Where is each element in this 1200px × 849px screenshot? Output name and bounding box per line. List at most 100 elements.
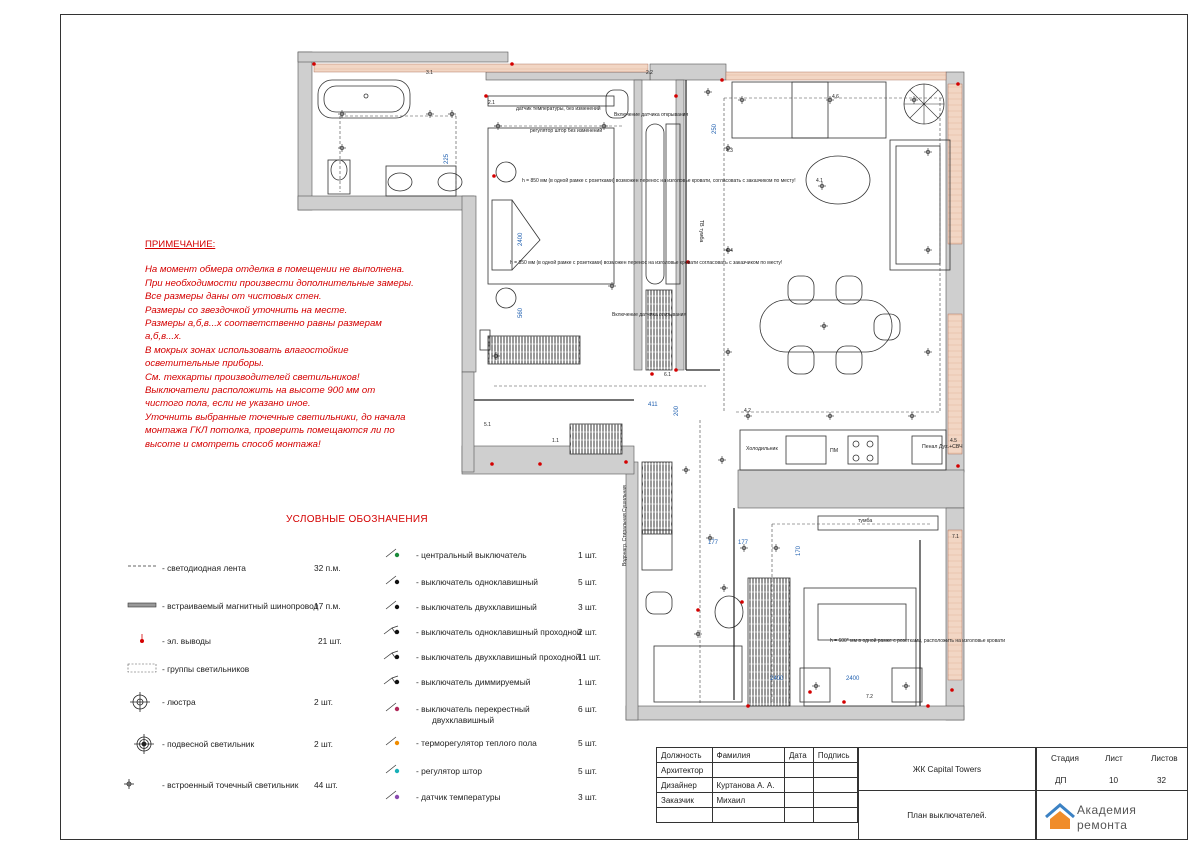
outlet-layer <box>312 62 960 708</box>
legend-qty: 17 п.м. <box>314 601 341 611</box>
td-date <box>783 792 814 808</box>
electrical-outlet-icon <box>140 634 144 643</box>
chandelier-icon <box>130 692 150 712</box>
logo-line1: Академия <box>1077 803 1137 817</box>
switch-code-layer: 1.12.12.23.14.14.24.34.44.54.65.16.17.17… <box>426 70 959 700</box>
switch-code: 5.1 <box>484 422 491 428</box>
note-curtain-reg: регулятор штор без изменений <box>530 127 602 134</box>
plan-notes: датчик температуры, без изменений регуля… <box>510 105 1005 644</box>
dimension-label: 2400 <box>770 676 784 682</box>
legend-qty: 44 шт. <box>314 780 338 790</box>
project-name: ЖК Capital Towers <box>858 747 1036 791</box>
legend-label: - подвесной светильник <box>162 739 255 749</box>
label-dishwasher: ПМ <box>830 448 838 454</box>
switch-code: 3.1 <box>426 70 433 76</box>
th-position: Должность <box>656 747 713 763</box>
legend-qty: 6 шт. <box>578 704 597 714</box>
double-passthrough-switch-icon <box>383 650 400 660</box>
magnetic-track-icon <box>127 602 157 608</box>
spotlight <box>494 122 502 130</box>
note-line: Размеры со звездочкой уточнить на месте. <box>145 304 348 316</box>
label-tv-shelf: ТВ тумба <box>698 220 704 242</box>
light-group-icon <box>127 663 157 673</box>
spotlight <box>492 352 500 360</box>
electrical-outlet <box>950 688 954 692</box>
single-passthrough-switch-icon <box>383 625 400 635</box>
legend-qty: 5 шт. <box>578 577 597 587</box>
temperature-sensor-icon <box>385 790 400 800</box>
legend-qty: 3 шт. <box>578 792 597 802</box>
electrical-outlet <box>696 608 700 612</box>
legend-label: - выключатель двухклавишный <box>416 602 537 612</box>
dimension-label: 170 <box>796 545 802 556</box>
spotlight <box>426 110 434 118</box>
spotlight <box>744 412 752 420</box>
spotlight <box>724 348 732 356</box>
note-line: См. техкарты производителей светильников… <box>145 371 360 383</box>
legend-label: - центральный выключатель <box>416 550 527 560</box>
spotlight <box>924 348 932 356</box>
sheet-frame <box>60 14 1188 840</box>
electrical-outlet <box>956 82 960 86</box>
cross-switch-icon <box>385 702 400 712</box>
spotlight <box>720 584 728 592</box>
legend-label-2: двухклавишный <box>432 715 494 725</box>
room-labels: Холодильник ПМ Пенал Дух.+СВЧ тумба ТВ т… <box>622 220 963 566</box>
bathroom-fixtures <box>317 79 463 197</box>
td-date <box>783 762 814 778</box>
legend-label: - группы светильников <box>162 664 250 674</box>
curtain-controller-icon <box>385 764 400 774</box>
electrical-outlet <box>490 462 494 466</box>
spotlight <box>908 412 916 420</box>
dimension-label: 177 <box>708 540 719 546</box>
legend-qty: 2 шт. <box>314 697 333 707</box>
switch-code: 4.1 <box>816 178 823 184</box>
spotlight <box>706 534 714 542</box>
note-socket-3: h = 600* мм в одной рамке с розетками, р… <box>830 637 1005 644</box>
note-socket-1: h = 850 мм (в одной рамке с розетками) в… <box>522 177 796 184</box>
td-name <box>711 807 785 823</box>
electrical-outlet <box>674 94 678 98</box>
electrical-outlet <box>538 462 542 466</box>
legend-qty: 32 п.м. <box>314 563 341 573</box>
switch-code: 4.5 <box>950 438 957 444</box>
legend-label: - выключатель перекрестный <box>416 704 530 714</box>
legend-title: УСЛОВНЫЕ ОБОЗНАЧЕНИЯ <box>286 514 428 525</box>
electrical-outlet <box>650 372 654 376</box>
electrical-outlet <box>492 174 496 178</box>
spotlight <box>772 544 780 552</box>
switch-legend-icons <box>383 548 400 800</box>
logo-line2: ремонта <box>1077 818 1128 832</box>
legend-qty: 2 шт. <box>578 627 597 637</box>
legend-label: - светодиодная лента <box>162 563 246 573</box>
spotlight <box>338 110 346 118</box>
th-date: Дата <box>783 747 814 763</box>
label-tv-stand: тумба <box>858 518 872 524</box>
spotlight <box>338 144 346 152</box>
td-sign <box>812 777 859 793</box>
legend-label: - выключатель одноклавишный <box>416 577 538 587</box>
house-logo-icon <box>1045 803 1075 829</box>
legend-label: - выключатель двухклавишный проходной <box>416 652 581 662</box>
td-role: Дизайнер <box>656 777 713 793</box>
switch-code: 6.1 <box>664 372 671 378</box>
switch-code: 1.1 <box>552 438 559 444</box>
general-note: ПРИМЕЧАНИЕ: На момент обмера отделка в п… <box>145 238 415 451</box>
dimension-label: 177 <box>738 540 749 546</box>
dimmer-switch-icon <box>383 675 400 685</box>
switch-code: 4.2 <box>744 408 751 414</box>
spotlight <box>820 322 828 330</box>
spotlight <box>608 282 616 290</box>
stage-value: ДП <box>1055 776 1067 785</box>
spotlight <box>600 122 608 130</box>
dimension-label: 225 <box>444 153 450 164</box>
dimension-label: 411 <box>648 402 658 408</box>
legend-label: - встроенный точечный светильник <box>162 780 299 790</box>
electrical-outlet <box>686 260 690 264</box>
spotlight <box>818 182 826 190</box>
spotlight <box>812 682 820 690</box>
legend-qty: 21 шт. <box>318 636 342 646</box>
sheets-value: 32 <box>1157 776 1167 785</box>
